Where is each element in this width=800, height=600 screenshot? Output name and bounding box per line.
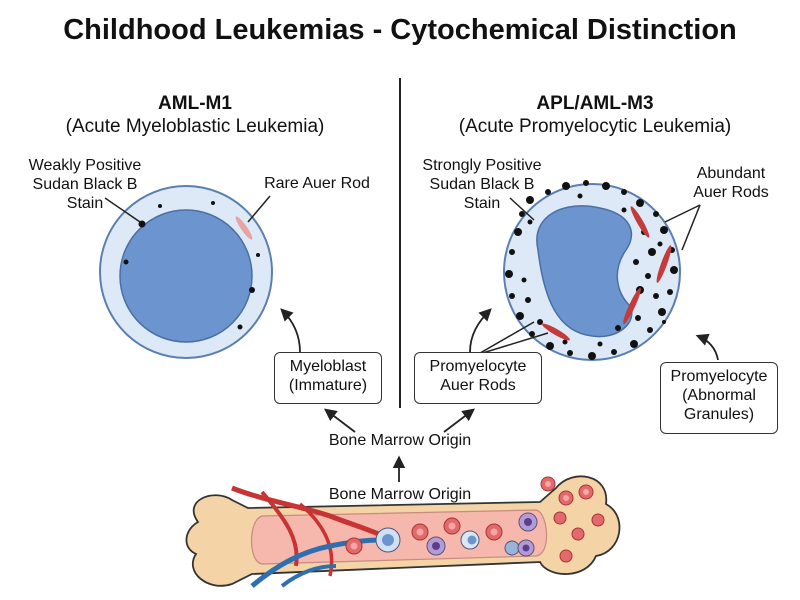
- left-panel-header: AML-M1 (Acute Myeloblastic Leukemia): [40, 92, 350, 138]
- myeloblast-box-line: (Immature): [288, 377, 368, 394]
- sparse-granules: [123, 201, 260, 330]
- marrow-cells: [345, 476, 605, 563]
- artery: [231, 485, 394, 543]
- promyelocyte-box-line: Auer Rods: [440, 377, 516, 394]
- granules-box-line: Granules): [683, 406, 755, 423]
- left-stain-line: Weakly Positive: [28, 157, 142, 174]
- auer-rod: [656, 245, 672, 283]
- dense-granules: [505, 180, 678, 360]
- auer-label-line: Auer Rods: [693, 184, 769, 201]
- right-stain-line: Stain: [463, 195, 501, 212]
- panel-divider: [399, 78, 401, 408]
- left-stain-line: Stain: [66, 195, 104, 212]
- diagram-title: Childhood Leukemias - Cytochemical Disti…: [63, 14, 737, 46]
- arrow-origin-right: [443, 408, 476, 433]
- left-panel-subheading: (Acute Myeloblastic Leukemia): [65, 116, 325, 137]
- bone-marrow-origin-label: Bone Marrow Origin: [328, 486, 472, 503]
- left-stain-label: Weakly Positive Sudan Black B Stain: [20, 156, 150, 213]
- rare-auer-rod-label: Rare Auer Rod: [264, 175, 370, 192]
- bone-illustration: [185, 475, 621, 588]
- rare-auer-rod: [235, 216, 253, 240]
- granules-box-line: Promyelocyte: [670, 368, 768, 385]
- auer-rod: [623, 287, 641, 325]
- right-panel-header: APL/AML-M3 (Acute Promyelocytic Leukemia…: [430, 92, 760, 138]
- myeloblast-box: Myeloblast (Immature): [274, 352, 382, 404]
- granules-box-line: (Abnormal: [682, 387, 756, 404]
- right-stain-line: Strongly Positive: [422, 157, 542, 174]
- left-panel-heading: AML-M1: [158, 93, 232, 114]
- kidney-nucleus: [536, 205, 633, 338]
- arrow-myeloblast-to-cell: [280, 308, 301, 353]
- auer-label-line: Abundant: [696, 165, 766, 182]
- right-stain-label: Strongly Positive Sudan Black B Stain: [412, 156, 552, 213]
- arrow-promyelocyte-to-cell: [469, 308, 492, 353]
- promyelocyte-auer-box: Promyelocyte Auer Rods: [414, 352, 542, 404]
- auer-rod: [630, 206, 650, 238]
- abundant-auer-rods-label: Abundant Auer Rods: [676, 164, 786, 202]
- abnormal-granules-box: Promyelocyte (Abnormal Granules): [660, 362, 778, 434]
- promyelocyte-cell: [503, 180, 681, 361]
- myeloblast-cell: [99, 185, 273, 359]
- myeloblast-box-line: Myeloblast: [289, 358, 367, 375]
- pointer-lines: [104, 195, 701, 361]
- right-stain-line: Sudan Black B: [429, 176, 535, 193]
- flow-arrows: [280, 308, 719, 482]
- abundant-auer-rods: [542, 206, 672, 341]
- right-panel-subheading: (Acute Promyelocytic Leukemia): [458, 116, 732, 137]
- auer-rod: [542, 323, 570, 341]
- vein: [250, 537, 381, 588]
- right-panel-heading: APL/AML-M3: [536, 93, 654, 114]
- bone-marrow-origin-label: Bone Marrow Origin: [328, 432, 472, 449]
- arrow-granules-to-cell: [695, 333, 719, 361]
- left-stain-line: Sudan Black B: [32, 176, 138, 193]
- promyelocyte-box-line: Promyelocyte: [429, 358, 527, 375]
- arrow-origin-left: [323, 408, 356, 433]
